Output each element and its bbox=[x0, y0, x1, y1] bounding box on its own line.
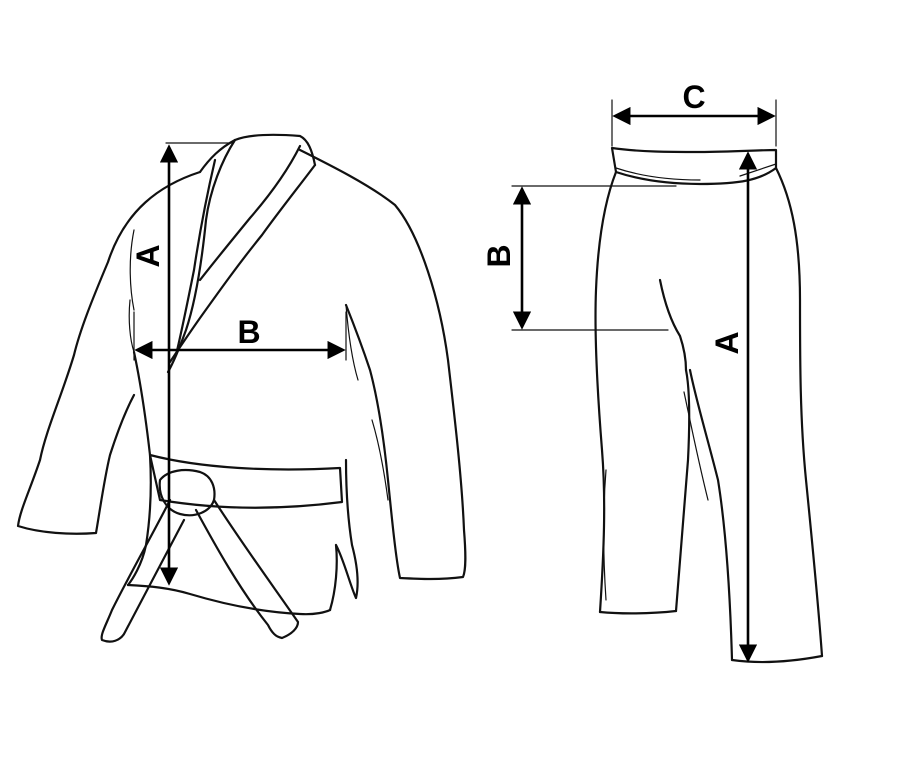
jacket-belt-tail-right bbox=[194, 498, 300, 640]
jacket-lapel-left-inner bbox=[174, 158, 217, 357]
jacket-hem bbox=[126, 583, 332, 616]
pants-label-rise: B bbox=[481, 244, 517, 267]
jacket-dimension-b: B bbox=[133, 311, 347, 361]
jacket-label-chest: B bbox=[237, 314, 260, 350]
pants-right-leg-hem bbox=[730, 654, 824, 664]
jacket-right-sleeve-fold bbox=[345, 304, 389, 501]
pants-leg-fold bbox=[603, 391, 709, 601]
jacket-collar-outer bbox=[198, 133, 317, 174]
pants-right-leg-inner bbox=[688, 368, 734, 662]
pants-label-length: A bbox=[709, 331, 745, 354]
pants-label-waist: C bbox=[682, 79, 705, 115]
jacket-belt bbox=[148, 453, 344, 509]
pants-left-leg-hem bbox=[598, 609, 678, 615]
jacket-left-sleeve-fold bbox=[128, 229, 135, 353]
jacket-right-sleeve bbox=[298, 148, 467, 581]
jacket-lapel-left bbox=[166, 138, 237, 374]
jacket-left-sleeve bbox=[16, 170, 202, 535]
jacket-label-length: A bbox=[130, 244, 166, 267]
jacket-illustration bbox=[16, 133, 467, 643]
pants-left-leg-outer bbox=[594, 170, 618, 614]
jacket-belt-tail-left bbox=[100, 498, 186, 643]
pants-dimension-b: B bbox=[481, 185, 677, 331]
pants-left-leg-inner bbox=[674, 368, 691, 613]
jacket-body-right bbox=[328, 458, 359, 612]
pants-illustration bbox=[594, 146, 824, 664]
jacket-body-left bbox=[126, 350, 152, 587]
jacket-lapel-right bbox=[168, 163, 317, 364]
jacket-lapel-right-inner bbox=[198, 144, 302, 282]
jacket-dimension-a: A bbox=[130, 142, 233, 586]
pants-dimension-c: C bbox=[611, 79, 777, 147]
pants-dimension-a: A bbox=[709, 151, 758, 663]
pants-waistband bbox=[610, 146, 778, 186]
pants-crotch bbox=[658, 278, 688, 372]
pants-right-leg-outer bbox=[774, 166, 824, 658]
